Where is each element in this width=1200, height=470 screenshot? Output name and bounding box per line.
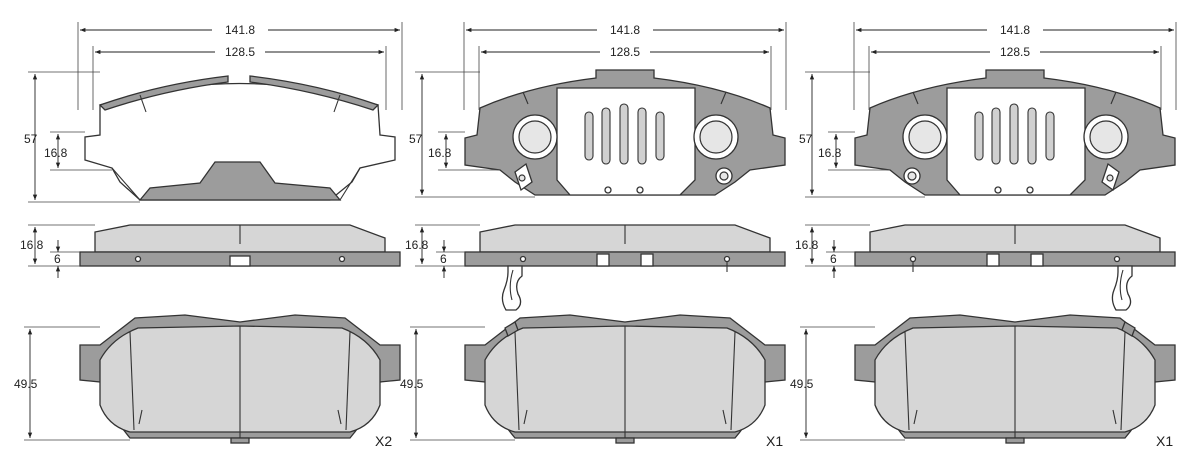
plate-thickness-label: 6 — [54, 252, 61, 266]
pad-2-front-view — [464, 69, 786, 196]
plate-thickness-label: 6 — [440, 252, 447, 266]
overall-width-label: 141.8 — [1000, 23, 1030, 37]
height-label: 57 — [24, 132, 38, 146]
overall-width-label: 141.8 — [225, 23, 255, 37]
total-thickness-label: 16.8 — [405, 238, 429, 252]
pad-1-front-view — [84, 75, 396, 201]
pad-3-friction-view — [854, 314, 1176, 444]
lower-height-label: 16.8 — [818, 146, 842, 160]
inner-width-label: 128.5 — [610, 45, 640, 59]
inner-width-label: 128.5 — [225, 45, 255, 59]
friction-height-label: 49.5 — [14, 377, 38, 391]
quantity-label: X2 — [375, 433, 392, 449]
height-label: 57 — [409, 132, 423, 146]
inner-width-label: 128.5 — [1000, 45, 1030, 59]
pad-2-side-view — [464, 224, 786, 311]
quantity-label: X1 — [766, 433, 783, 449]
plate-thickness-label: 6 — [830, 252, 837, 266]
pad-2-friction-view — [464, 314, 786, 444]
pad-set-3: 141.8 128.5 57 16.8 16.8 — [790, 22, 1177, 449]
overall-width-label: 141.8 — [610, 23, 640, 37]
pad-set-2: 141.8 128.5 57 16.8 16.8 — [400, 22, 787, 449]
pad-3-front-view — [854, 69, 1176, 196]
total-thickness-label: 16.8 — [795, 238, 819, 252]
total-thickness-label: 16.8 — [20, 238, 44, 252]
lower-height-label: 16.8 — [428, 146, 452, 160]
pad-1-side-view — [79, 224, 401, 267]
quantity-label: X1 — [1156, 433, 1173, 449]
pad-set-1: 141.8 128.5 57 16.8 16.8 6 — [14, 22, 403, 449]
height-label: 57 — [799, 132, 813, 146]
pad-3-side-view — [854, 224, 1176, 311]
friction-height-label: 49.5 — [790, 377, 814, 391]
lower-height-label: 16.8 — [44, 146, 68, 160]
pad-1-friction-view — [79, 314, 401, 444]
friction-height-label: 49.5 — [400, 377, 424, 391]
